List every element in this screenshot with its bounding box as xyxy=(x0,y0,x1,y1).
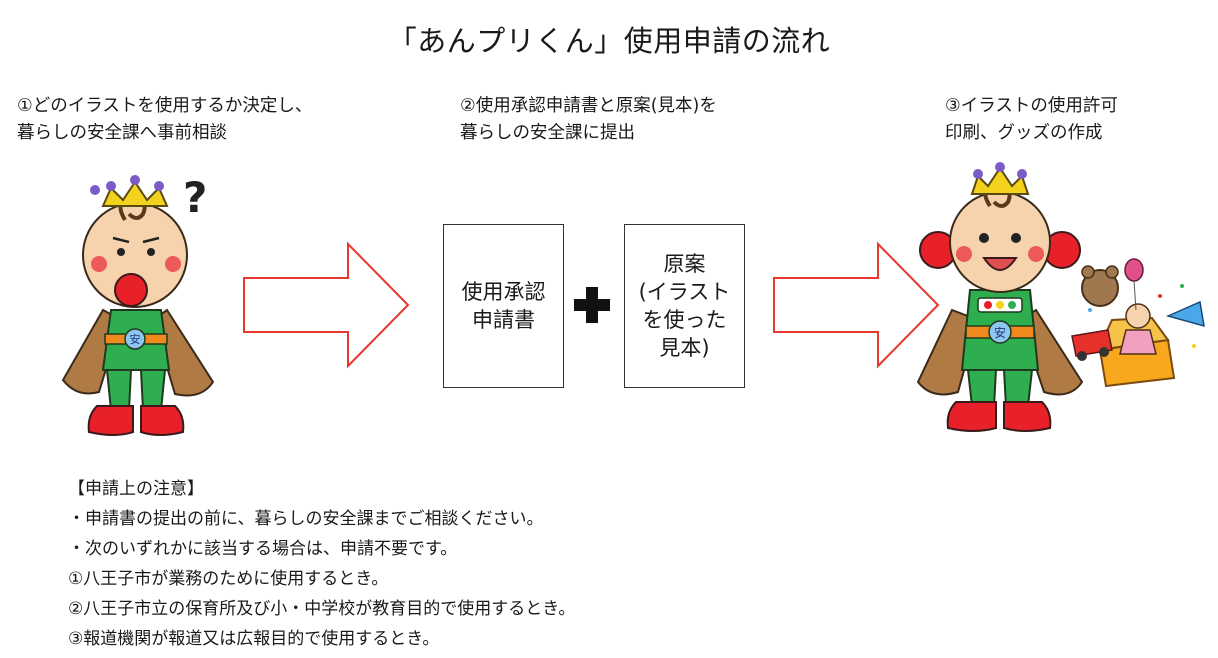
notes-line: ・次のいずれかに該当する場合は、申請不要です。 xyxy=(68,539,458,559)
right-arrow-icon xyxy=(773,241,940,369)
step-1-text: ①どのイラストを使用するか決定し、 暮らしの安全課へ事前相談 xyxy=(17,93,312,147)
application-form-line-2: 申請書 xyxy=(472,308,535,332)
draft-line-2: (イラスト xyxy=(638,280,731,304)
draft-sample-box: 原案 (イラスト を使った 見本) xyxy=(624,224,745,388)
notes-line: ・申請書の提出の前に、暮らしの安全課までご相談ください。 xyxy=(68,509,544,529)
step-1-line-2: 暮らしの安全課へ事前相談 xyxy=(17,123,227,143)
notes-line: ②八王子市立の保育所及び小・中学校が教育目的で使用するとき。 xyxy=(68,599,576,619)
plus-icon xyxy=(574,287,610,323)
application-notes: 【申請上の注意】 ・申請書の提出の前に、暮らしの安全課までご相談ください。 ・次… xyxy=(68,474,575,654)
badge-glyph: 安 xyxy=(994,325,1006,340)
step-1-line-1: ①どのイラストを使用するか決定し、 xyxy=(17,96,313,116)
notes-line: ③報道機関が報道又は広報目的で使用するとき。 xyxy=(68,629,440,649)
character-happy-illustration: 安 xyxy=(916,162,1205,432)
head xyxy=(82,195,188,308)
body: 安 xyxy=(946,289,1052,432)
step-2-line-2: 暮らしの安全課に提出 xyxy=(460,123,635,143)
application-form-line-1: 使用承認 xyxy=(461,280,546,304)
crown xyxy=(90,175,169,207)
character-thinking-illustration: 安 ? xyxy=(61,173,215,436)
step-2-text: ②使用承認申請書と原案(見本)を 暮らしの安全課に提出 xyxy=(460,93,717,147)
crown xyxy=(970,162,1030,195)
draft-line-3: を使った xyxy=(642,308,727,332)
head xyxy=(949,183,1051,293)
step-3-line-1: ③イラストの使用許可 xyxy=(945,96,1118,116)
arms-raised xyxy=(919,231,1081,269)
draft-line-1: 原案 xyxy=(663,252,706,276)
cape xyxy=(61,308,215,397)
notes-line: ①八王子市が業務のために使用するとき。 xyxy=(68,569,389,589)
cape xyxy=(916,308,1084,396)
body: 安 xyxy=(87,309,185,436)
draft-line-4: 見本) xyxy=(659,336,710,360)
notes-heading: 【申請上の注意】 xyxy=(68,479,204,499)
question-mark-icon: ? xyxy=(183,173,207,222)
application-form-box: 使用承認 申請書 xyxy=(443,224,564,388)
step-3-text: ③イラストの使用許可 印刷、グッズの作成 xyxy=(945,93,1118,147)
step-3-line-2: 印刷、グッズの作成 xyxy=(945,123,1103,143)
step-2-line-1: ②使用承認申請書と原案(見本)を xyxy=(460,96,717,116)
badge-glyph: 安 xyxy=(130,332,141,346)
page-title: 「あんプリくん」使用申請の流れ xyxy=(387,24,831,58)
right-arrow-icon xyxy=(243,241,410,369)
toy-box-icon xyxy=(1071,258,1205,388)
